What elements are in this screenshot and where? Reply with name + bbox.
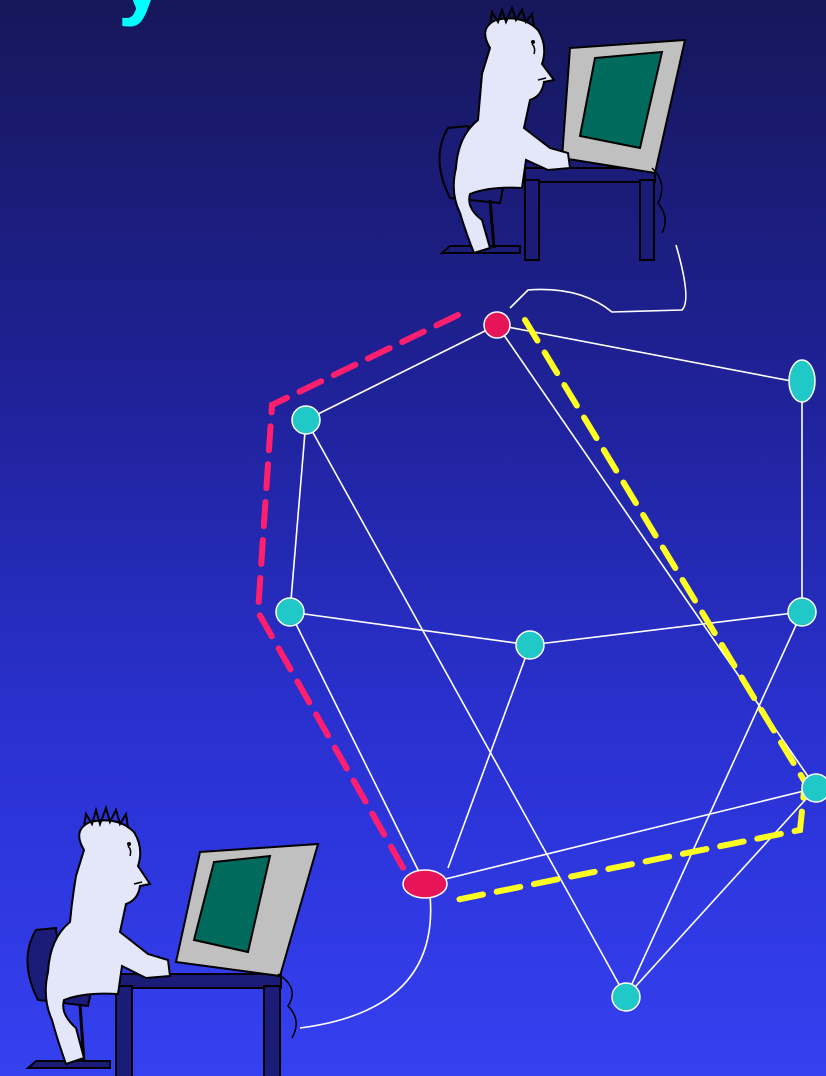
desk-leg-right [263,985,281,1076]
link-top-to-upper-left [305,324,498,421]
person-hair [489,5,535,27]
monitor-screen [578,50,664,150]
network-links [289,324,817,998]
link-lower-right-to-bottom [625,787,817,998]
person-hair [83,804,129,829]
desk-leg-right [639,179,655,261]
router-node-mid-right [787,597,817,627]
desk-leg-left [115,985,133,1076]
link-mid-left-to-lower-left [289,611,426,885]
link-center-to-lower-left [447,644,531,869]
link-upper-left-to-mid-left [289,419,307,613]
person-body [44,819,172,1066]
person-body [452,17,572,255]
link-mid-left-to-center [289,611,531,646]
router-node-mid-left [275,597,305,627]
desk-leg-left [524,179,540,261]
router-node-bottom [611,982,641,1012]
router-node-center [515,630,545,660]
route-path-yellow [443,317,809,905]
router-node-upper-right [788,359,816,403]
link-top-to-upper-right [496,324,803,384]
cable-top-station [509,244,687,313]
router-node-upper-left [291,405,321,435]
link-upper-left-to-bottom [305,419,627,998]
router-node-lower-right [801,773,826,803]
endpoint-node-bottom [402,869,448,899]
cable-bottom-station [299,894,432,1029]
route-path-red [254,312,461,883]
person-at-computer-icon [25,804,320,1076]
person-at-computer-icon [438,5,687,261]
link-mid-right-to-bottom [625,611,803,998]
monitor-screen [192,854,272,954]
link-lower-left-to-lower-right [424,787,817,885]
desk-top [524,167,656,183]
title-fragment: y [118,0,165,22]
router-nodes [275,359,826,1012]
endpoint-node-top [483,311,511,339]
endpoint-nodes [402,311,511,899]
link-center-to-mid-right [529,611,803,646]
